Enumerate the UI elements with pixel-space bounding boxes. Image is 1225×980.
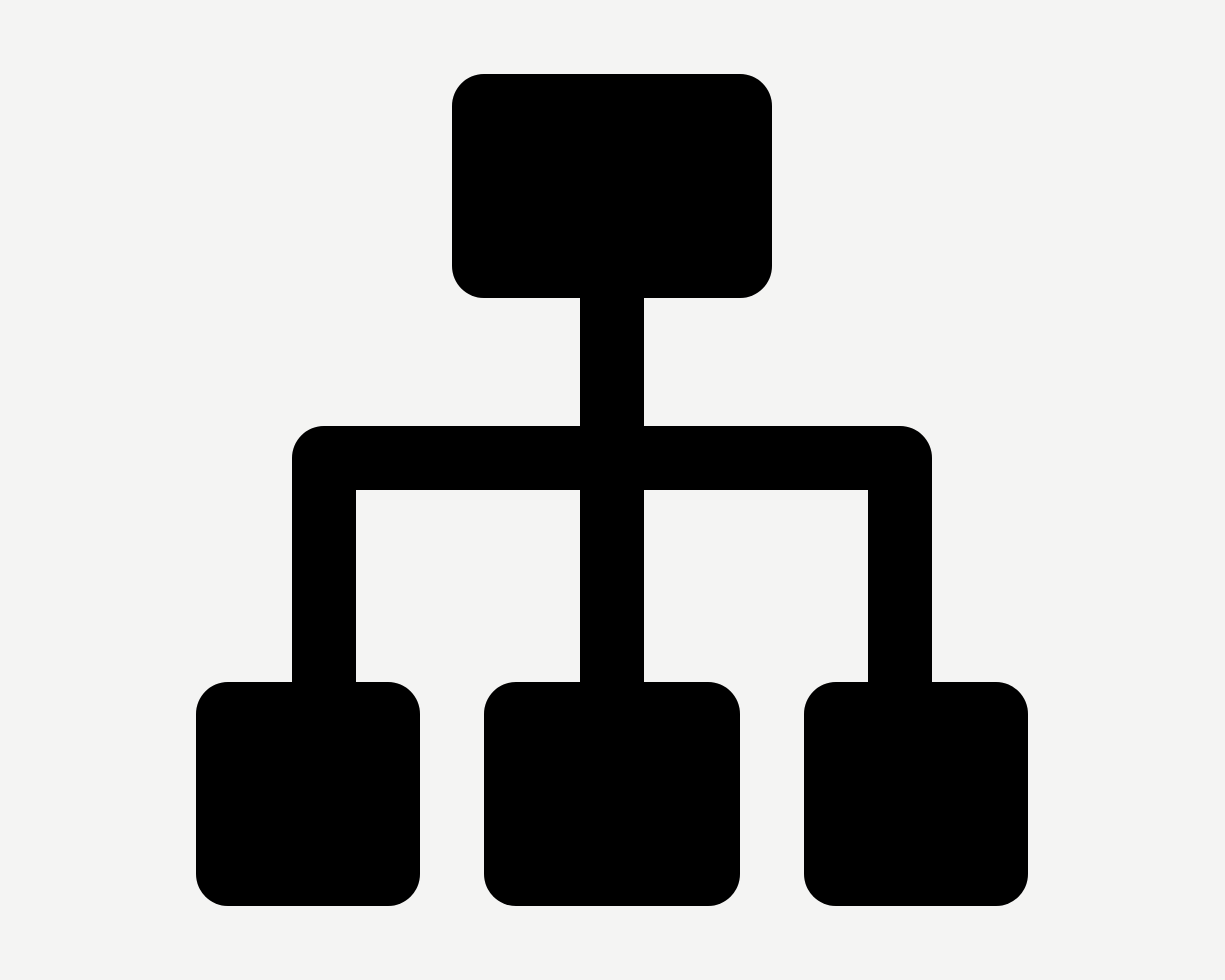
child-node-left <box>196 682 420 906</box>
child-node-center <box>484 682 740 906</box>
child-node-right <box>804 682 1028 906</box>
root-node <box>452 74 772 298</box>
branch-connector <box>292 426 932 700</box>
